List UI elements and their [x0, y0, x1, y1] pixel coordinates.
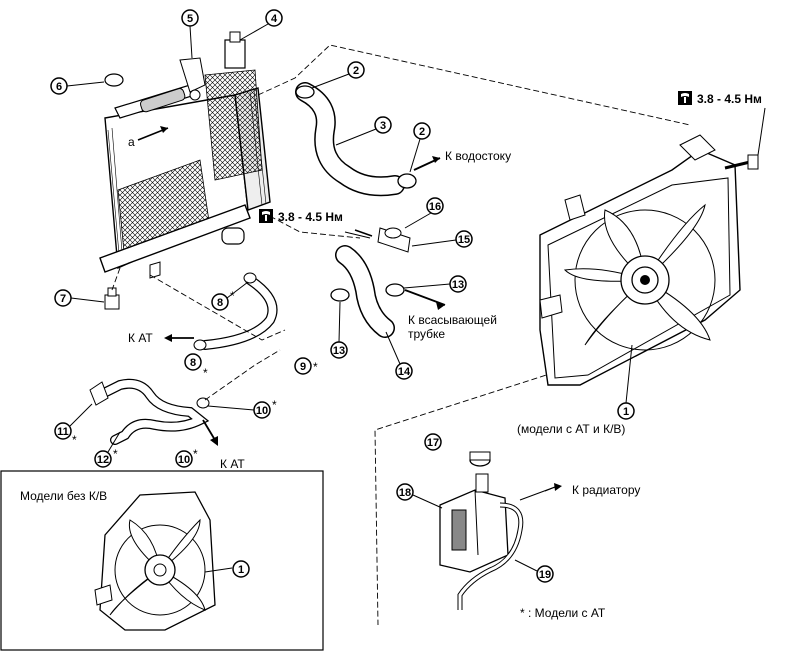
star-11: * — [72, 433, 77, 447]
callout-17: 17 — [427, 437, 439, 449]
callout-3: 3 — [380, 120, 386, 132]
upper-hose — [295, 82, 417, 197]
star-10-right: * — [272, 398, 277, 412]
callout-10-right: 10 — [256, 405, 268, 417]
callout-16: 16 — [429, 201, 441, 213]
label-to-suction-1: К всасывающей — [408, 313, 497, 327]
callout-12: 12 — [97, 454, 109, 466]
torque-value-right: 3.8 - 4.5 Нм — [697, 92, 762, 106]
callout-8-bottom: 8 — [190, 357, 196, 369]
star-9: * — [313, 360, 318, 374]
arrow-icon — [210, 436, 218, 446]
callout-10-bottom: 10 — [178, 454, 190, 466]
arrow-icon — [436, 302, 445, 310]
callout-14: 14 — [398, 366, 411, 378]
label-to-at-left: К АТ — [128, 331, 153, 345]
callout-11: 11 — [57, 426, 69, 438]
callout-6: 6 — [56, 81, 62, 93]
note-star: * : Модели с АТ — [520, 606, 606, 620]
lower-hose — [330, 227, 411, 338]
torque-icon-2 — [259, 209, 273, 223]
callout-9: 9 — [300, 361, 306, 373]
label-a: a — [128, 135, 135, 149]
callout-1-inset: 1 — [238, 564, 244, 576]
callout-7: 7 — [60, 293, 66, 305]
reservoir-tank — [439, 451, 556, 610]
torque-value-middle: 3.8 - 4.5 Нм — [278, 210, 343, 224]
callout-18: 18 — [399, 487, 411, 499]
label-to-at-bottom: К АТ — [220, 457, 245, 471]
callout-13-left: 13 — [333, 345, 345, 357]
fan-shroud-main — [539, 134, 759, 386]
inset-title: Модели без К/В — [20, 489, 107, 503]
star-12: * — [113, 447, 118, 461]
callout-1: 1 — [623, 406, 629, 418]
star-10-bottom: * — [193, 447, 198, 461]
callout-15: 15 — [458, 234, 470, 246]
torque-icon — [678, 91, 692, 105]
callout-5: 5 — [187, 13, 193, 25]
radiator — [99, 31, 271, 310]
callout-2-top: 2 — [353, 65, 359, 77]
label-to-drain: К водостоку — [445, 149, 511, 163]
star-8-top: * — [230, 289, 235, 303]
star-8-bottom: * — [203, 366, 208, 380]
arrow-icon — [432, 156, 440, 163]
arrow-icon — [160, 126, 168, 133]
callout-4: 4 — [271, 13, 278, 25]
arrow-icon — [164, 334, 172, 342]
label-to-radiator: К радиатору — [572, 483, 640, 497]
at-cooler-hoses — [89, 272, 278, 445]
label-to-suction-2: трубке — [408, 327, 445, 341]
arrow-icon — [554, 483, 562, 491]
label-models-at-kv: (модели с АТ и К/В) — [517, 422, 625, 436]
inset-no-ac — [0, 470, 324, 651]
callout-19: 19 — [539, 569, 551, 581]
callout-2-right: 2 — [419, 126, 425, 138]
callout-8-top: 8 — [217, 297, 223, 309]
callout-13-right: 13 — [452, 279, 464, 291]
